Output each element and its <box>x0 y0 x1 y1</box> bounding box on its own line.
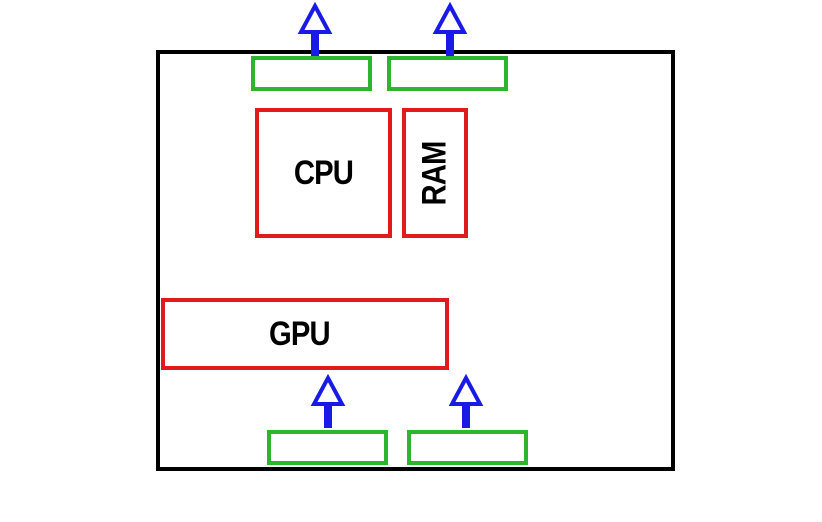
bottom-fan-right <box>407 430 528 465</box>
arrow-up-icon <box>297 2 333 56</box>
bottom-fan-left <box>267 430 388 465</box>
gpu-label: GPU <box>268 314 331 353</box>
top-fan-right <box>387 56 508 91</box>
ram-component: RAM <box>402 108 468 238</box>
arrow-up-icon <box>432 2 468 56</box>
cpu-component: CPU <box>255 108 392 238</box>
gpu-component: GPU <box>161 298 449 370</box>
arrow-up-icon <box>448 374 484 428</box>
top-fan-left <box>251 56 372 91</box>
arrow-up-icon <box>310 374 346 428</box>
ram-label: RAM <box>415 140 454 206</box>
cpu-label: CPU <box>293 153 354 192</box>
